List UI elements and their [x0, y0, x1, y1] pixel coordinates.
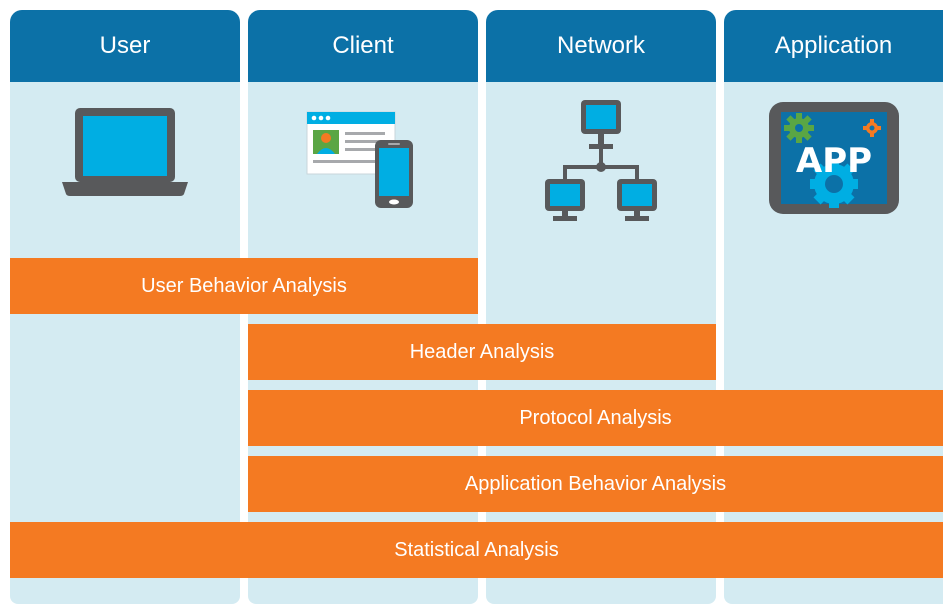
column-application: Application — [724, 10, 943, 604]
bar-statistical-analysis: Statistical Analysis — [10, 522, 943, 578]
bar-protocol-analysis: Protocol Analysis — [248, 390, 943, 446]
bar-user-behavior-analysis: User Behavior Analysis — [10, 258, 478, 314]
bar-application-behavior-analysis: Application Behavior Analysis — [248, 456, 943, 512]
column-header-application: Application — [724, 10, 943, 82]
app-icon-text: APP — [795, 141, 871, 181]
laptop-icon — [62, 108, 188, 196]
column-header-network: Network — [486, 10, 716, 82]
bar-header-analysis: Header Analysis — [248, 324, 716, 380]
column-header-client: Client — [248, 10, 478, 82]
app-gear-icon: APP — [768, 102, 899, 214]
browser-and-phone-icon — [306, 111, 413, 208]
column-header-user: User — [10, 10, 240, 82]
network-topology-icon — [545, 100, 657, 221]
column-network: Network — [486, 10, 716, 604]
